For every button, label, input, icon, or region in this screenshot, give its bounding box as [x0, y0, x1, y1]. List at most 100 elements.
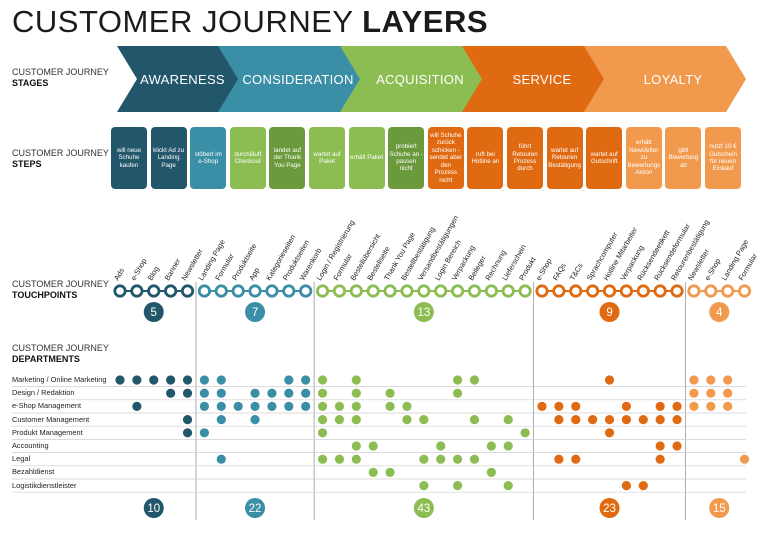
department-dot: [621, 415, 632, 425]
department-dot: [317, 415, 328, 425]
step-box: probiert Schuhe an - passen nicht: [388, 127, 425, 189]
touchpoint-ring: [737, 284, 752, 298]
touchpoint-count-badge: [143, 302, 164, 322]
department-dot: [436, 454, 446, 464]
department-dot: [216, 375, 226, 385]
touchpoint-count: 13: [417, 307, 430, 319]
department-dot: [723, 401, 733, 411]
department-dot: [638, 481, 648, 491]
department-dot: [334, 401, 345, 411]
touchpoint-ring: [383, 284, 397, 298]
department-dot: [199, 428, 209, 438]
department-dot: [689, 375, 699, 385]
touchpoint-ring: [450, 284, 465, 298]
stage-chevron: [584, 46, 746, 112]
department-label: Customer Management: [12, 414, 90, 424]
department-label: Accounting: [12, 441, 49, 450]
touchpoint-ring: [332, 284, 347, 298]
touchpoint-ring: [636, 284, 650, 298]
department-dot: [317, 428, 328, 438]
department-dot: [537, 401, 547, 411]
department-dot: [706, 375, 716, 385]
department-dot: [199, 388, 209, 398]
department-count-badge: [413, 498, 434, 518]
department-dot: [453, 481, 463, 491]
touchpoint-ring: [704, 284, 718, 298]
touchpoint-ring: [687, 284, 701, 298]
stage-chevron: [218, 46, 362, 112]
touchpoint-ring: [670, 284, 684, 298]
touchpoint-ring: [349, 284, 363, 298]
department-dot: [503, 481, 513, 491]
touchpoint-ring: [299, 284, 313, 298]
touchpoint-ring: [282, 284, 296, 298]
touchpoint-ring: [197, 284, 211, 298]
touchpoint-ring: [400, 284, 414, 298]
department-dot: [739, 454, 750, 464]
touchpoint-ring: [214, 284, 228, 298]
department-count-badge: [143, 498, 164, 518]
department-dot: [267, 401, 277, 411]
touchpoint-ring: [180, 284, 195, 298]
department-count-badge: [245, 498, 266, 518]
department-dot: [351, 454, 361, 464]
department-label: Marketing / Online Marketing: [12, 375, 107, 384]
step-box: gibt Bewertung ab: [665, 127, 702, 189]
department-dot: [351, 375, 361, 385]
department-dot: [301, 401, 311, 411]
touchpoint-count: 5: [151, 307, 157, 319]
touchpoint-ring: [586, 284, 600, 298]
department-dot: [723, 388, 733, 398]
touchpoint-ring: [484, 284, 498, 298]
department-dot: [250, 415, 260, 425]
touchpoint-ring: [501, 284, 515, 298]
department-dot: [301, 388, 311, 398]
department-dot: [571, 454, 581, 464]
department-count: 15: [713, 503, 726, 515]
page-title: CUSTOMER JOURNEY LAYERS: [12, 4, 489, 39]
step-box: will neue Schuhe kaufen: [111, 127, 147, 189]
touchpoint-count-badge: [709, 302, 730, 322]
department-dot: [588, 415, 598, 425]
department-dot: [655, 415, 665, 425]
touchpoint-ring: [315, 284, 330, 298]
touchpoint-count: 4: [716, 307, 723, 319]
department-label: Legal: [12, 454, 31, 464]
touchpoint-ring: [653, 284, 667, 298]
department-dot: [166, 388, 176, 398]
department-dot: [554, 454, 564, 464]
department-count-badge: [599, 498, 620, 518]
step-box: erhält Newsletter zu Bewertungs Aktion: [625, 127, 662, 189]
step-box: wartet auf Paket: [309, 127, 345, 189]
department-dot: [503, 415, 513, 425]
department-dot: [453, 454, 463, 464]
touchpoint-ring: [602, 284, 617, 298]
department-count: 22: [249, 503, 262, 515]
department-dot: [689, 401, 699, 411]
department-dot: [554, 415, 564, 425]
department-dot: [503, 441, 513, 451]
touchpoint-count-badge: [245, 302, 266, 322]
department-dot: [672, 441, 682, 451]
department-dot: [182, 388, 193, 398]
department-dot: [317, 454, 328, 464]
department-dot: [216, 401, 226, 411]
department-dot: [486, 441, 496, 451]
department-label: Produkt Management: [12, 427, 83, 437]
department-dot: [317, 375, 328, 385]
department-dot: [317, 401, 328, 411]
department-dot: [655, 401, 665, 411]
department-label: Bezahldienst: [12, 467, 55, 477]
stage-chevron: [117, 46, 240, 112]
touchpoint-count: 7: [252, 307, 258, 319]
department-dot: [132, 375, 142, 385]
department-dot: [436, 441, 446, 451]
step-box: landet auf der Thank You Page: [269, 127, 306, 189]
stage-chevron: [462, 46, 606, 112]
touchpoint-ring: [231, 284, 245, 298]
department-dot: [284, 375, 294, 385]
department-dot: [571, 401, 581, 411]
department-dot: [723, 375, 733, 385]
department-count: 43: [417, 503, 430, 515]
department-dot: [267, 388, 277, 398]
